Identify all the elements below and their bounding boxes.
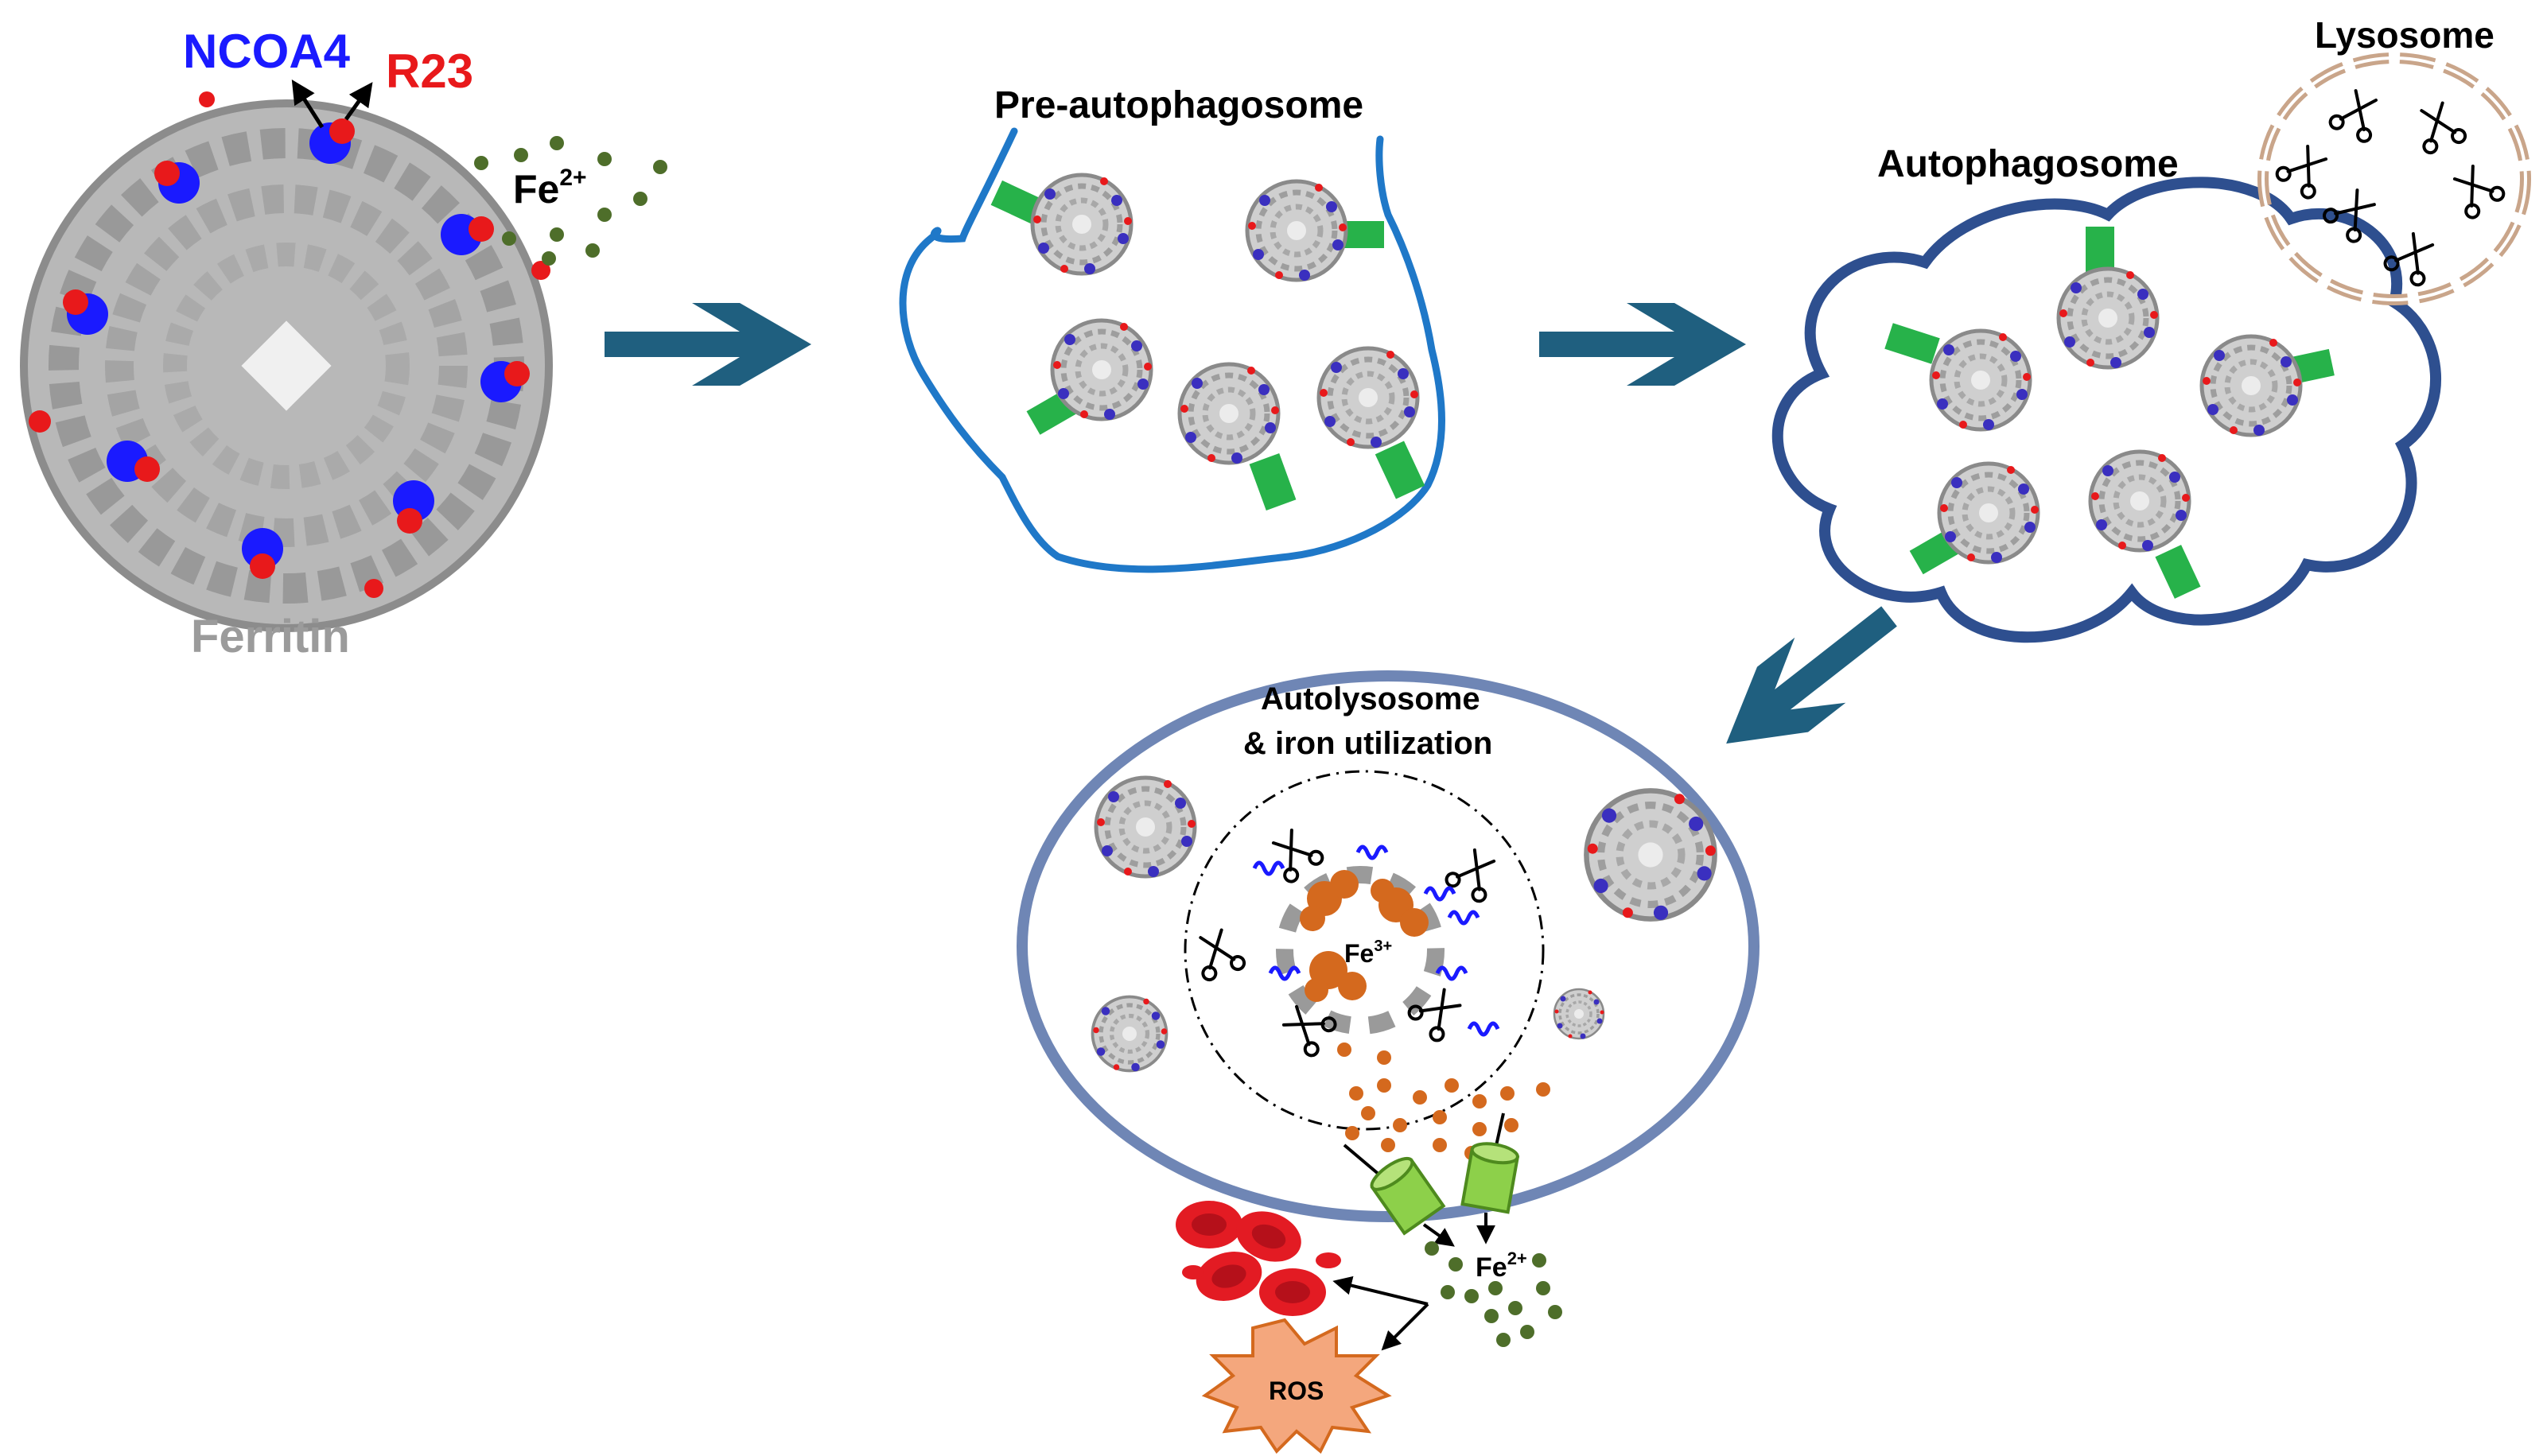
pre-autophagosome-panel: Pre-autophagosome (899, 84, 1445, 573)
ferritin-particle (2202, 336, 2301, 436)
ferritin-particle (1093, 997, 1168, 1072)
ncoa4-fragment (1254, 863, 1283, 874)
scissors-icon (1189, 925, 1248, 984)
scissors-icon (1442, 843, 1505, 906)
ncoa4-fragment (1425, 888, 1454, 899)
ferritin-particle (1032, 175, 1132, 274)
ros-label: ROS (1269, 1376, 1324, 1405)
lysosomal-core (1184, 770, 1545, 1131)
fe2-bottom-label: Fe2+ (1476, 1248, 1527, 1283)
ferritin-particle (1553, 988, 1606, 1041)
red-blood-cell-icon (1176, 1201, 1341, 1316)
lysosome-label: Lysosome (2315, 14, 2495, 56)
autolysosome-membrane (1017, 670, 1760, 1222)
autolysosome-label-line1: Autolysosome (1261, 681, 1480, 716)
ferritin-particle (2059, 269, 2158, 368)
transporter-icon (1460, 1112, 1520, 1244)
transporter-icon (1343, 1143, 1455, 1247)
ferritin-particle (1052, 320, 1152, 420)
scissors-icon (2410, 98, 2469, 157)
lysosome-panel: Lysosome (2257, 14, 2531, 305)
autophagosome-membrane (1771, 177, 2441, 643)
ferritin-shell-icon (20, 99, 553, 632)
fe3-label: Fe3+ (1344, 938, 1392, 968)
ncoa4-fragment (1449, 912, 1478, 923)
ferritin-panel: NCOA4 R23 Fe2+ Ferritin (20, 25, 667, 662)
ferritin-label: Ferritin (191, 611, 350, 662)
ferritin-particle (1319, 348, 1418, 448)
scissors-icon (1263, 822, 1327, 886)
ferritin-particle (1247, 181, 1347, 281)
linker-green (1884, 227, 2335, 599)
ferritin-particle (1939, 464, 2039, 563)
autolysosome-label-line2: & iron utilization (1243, 726, 1492, 761)
ncoa4-label: NCOA4 (183, 25, 351, 78)
step-arrow-3 (1701, 584, 1915, 777)
pre-autophagosome-label: Pre-autophagosome (994, 84, 1363, 126)
phagophore-membrane (899, 127, 1445, 573)
scissors-icon (2444, 158, 2508, 222)
ferritin-particle (2090, 452, 2190, 551)
autolysosome-panel: Autolysosome & iron utilization Fe3+ (1017, 670, 1760, 1247)
ncoa4-binding-sites (29, 91, 550, 598)
iron-utilization-output: Fe2+ ROS (1176, 1201, 1562, 1454)
fe3-ions-released (1337, 1042, 1550, 1160)
step-arrow-1 (605, 303, 811, 386)
step-arrow-2 (1539, 303, 1746, 386)
fe2-ions-bottom (1425, 1241, 1562, 1347)
ncoa4-fragment (1437, 968, 1466, 979)
autophagosome-panel: Autophagosome (1771, 143, 2441, 643)
fe2-top-label: Fe2+ (513, 165, 587, 212)
ncoa4-fragment (1358, 847, 1386, 858)
scissors-icon (2327, 84, 2387, 146)
ncoa4-fragment (1469, 1023, 1498, 1035)
ferritin-particle (1586, 790, 1716, 919)
scissors-icon (2273, 138, 2336, 202)
r23-label: R23 (386, 45, 473, 98)
ferritin-particle (1180, 364, 1279, 464)
fe2-ions-top (474, 136, 667, 266)
ferritin-particle (1096, 778, 1196, 877)
ferritin-particle (1931, 331, 2031, 430)
degrading-ferritin: Fe3+ (1276, 866, 1445, 1035)
autophagosome-label: Autophagosome (1877, 143, 2179, 185)
ros-starburst-icon: ROS (1201, 1318, 1392, 1454)
